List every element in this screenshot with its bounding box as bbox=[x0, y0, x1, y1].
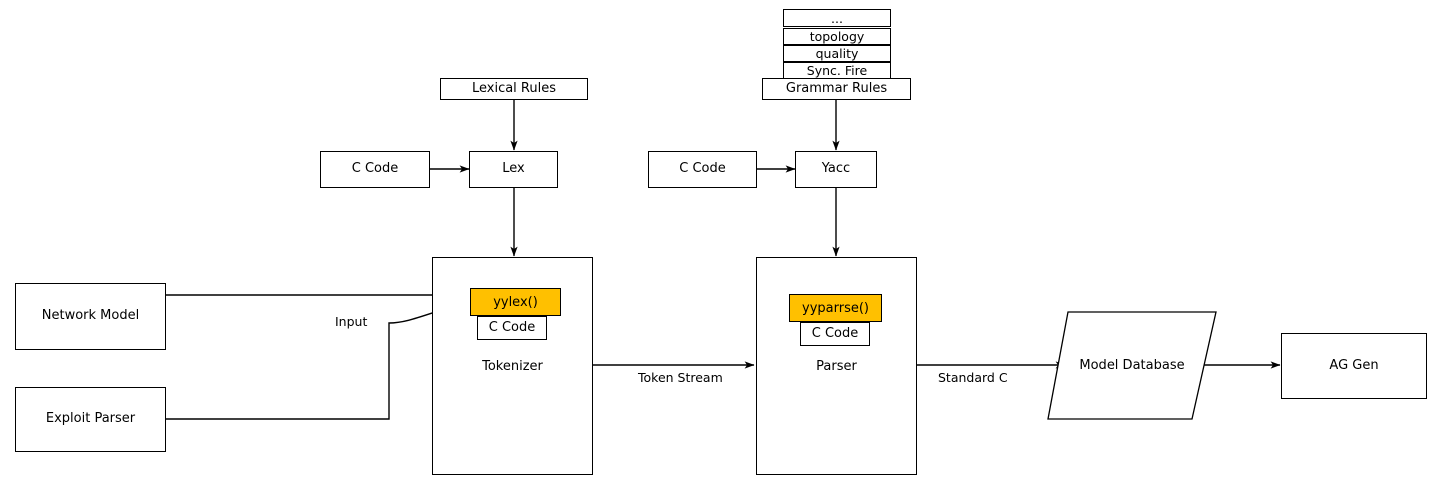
c-code-lex-box[interactable]: C Code bbox=[320, 151, 430, 188]
lexical-rules-box[interactable]: Lexical Rules bbox=[440, 78, 588, 100]
c-code-lex-label: C Code bbox=[351, 161, 399, 177]
yacc-box[interactable]: Yacc bbox=[795, 151, 877, 188]
yyparse-c-code-box[interactable]: C Code bbox=[800, 322, 870, 346]
lex-label: Lex bbox=[502, 161, 525, 177]
yylex-box[interactable]: yylex() bbox=[470, 288, 561, 316]
exploit-parser-box[interactable]: Exploit Parser bbox=[15, 387, 166, 452]
c-code-yacc-box[interactable]: C Code bbox=[648, 151, 757, 188]
network-model-box[interactable]: Network Model bbox=[15, 283, 166, 350]
grammar-rules-box[interactable]: Grammar Rules bbox=[762, 78, 911, 100]
edge-label-input: Input bbox=[335, 314, 368, 329]
c-code-yacc-label: C Code bbox=[679, 161, 726, 177]
edge-label-token-stream: Token Stream bbox=[638, 370, 723, 385]
yylex-c-code-label: C Code bbox=[488, 319, 536, 335]
yyparse-label: yyparrse() bbox=[802, 300, 869, 316]
yylex-c-code-box[interactable]: C Code bbox=[477, 316, 547, 340]
yacc-label: Yacc bbox=[821, 161, 851, 177]
ag-gen-box[interactable]: AG Gen bbox=[1281, 333, 1427, 399]
stack-item-sync-fire: Sync. Fire bbox=[783, 62, 891, 79]
stack-item-ellipsis: ... bbox=[783, 9, 891, 27]
stack-item-quality: quality bbox=[783, 45, 891, 62]
lexical-rules-label: Lexical Rules bbox=[471, 80, 557, 96]
stack-item-label: topology bbox=[809, 29, 865, 44]
yyparse-box[interactable]: yyparrse() bbox=[789, 294, 882, 322]
model-database-node[interactable]: Model Database bbox=[1048, 312, 1216, 419]
network-model-label: Network Model bbox=[41, 308, 140, 324]
stack-item-label: quality bbox=[815, 46, 859, 61]
tokenizer-title: Tokenizer bbox=[482, 359, 543, 374]
model-database-label: Model Database bbox=[1079, 358, 1185, 373]
edge-label-standard-c: Standard C bbox=[938, 370, 1008, 385]
wire-exploit-parser-to-yylex bbox=[166, 300, 470, 420]
yylex-label: yylex() bbox=[493, 294, 538, 310]
stack-item-topology: topology bbox=[783, 28, 891, 45]
ag-gen-label: AG Gen bbox=[1329, 357, 1379, 373]
lex-box[interactable]: Lex bbox=[469, 151, 558, 188]
exploit-parser-label: Exploit Parser bbox=[45, 411, 136, 427]
grammar-rules-label: Grammar Rules bbox=[785, 80, 888, 96]
parser-container[interactable]: Parser bbox=[756, 257, 917, 475]
parser-title: Parser bbox=[816, 359, 857, 374]
stack-item-label: ... bbox=[831, 10, 843, 26]
yyparse-c-code-label: C Code bbox=[811, 325, 859, 341]
stack-item-label: Sync. Fire bbox=[806, 63, 868, 78]
